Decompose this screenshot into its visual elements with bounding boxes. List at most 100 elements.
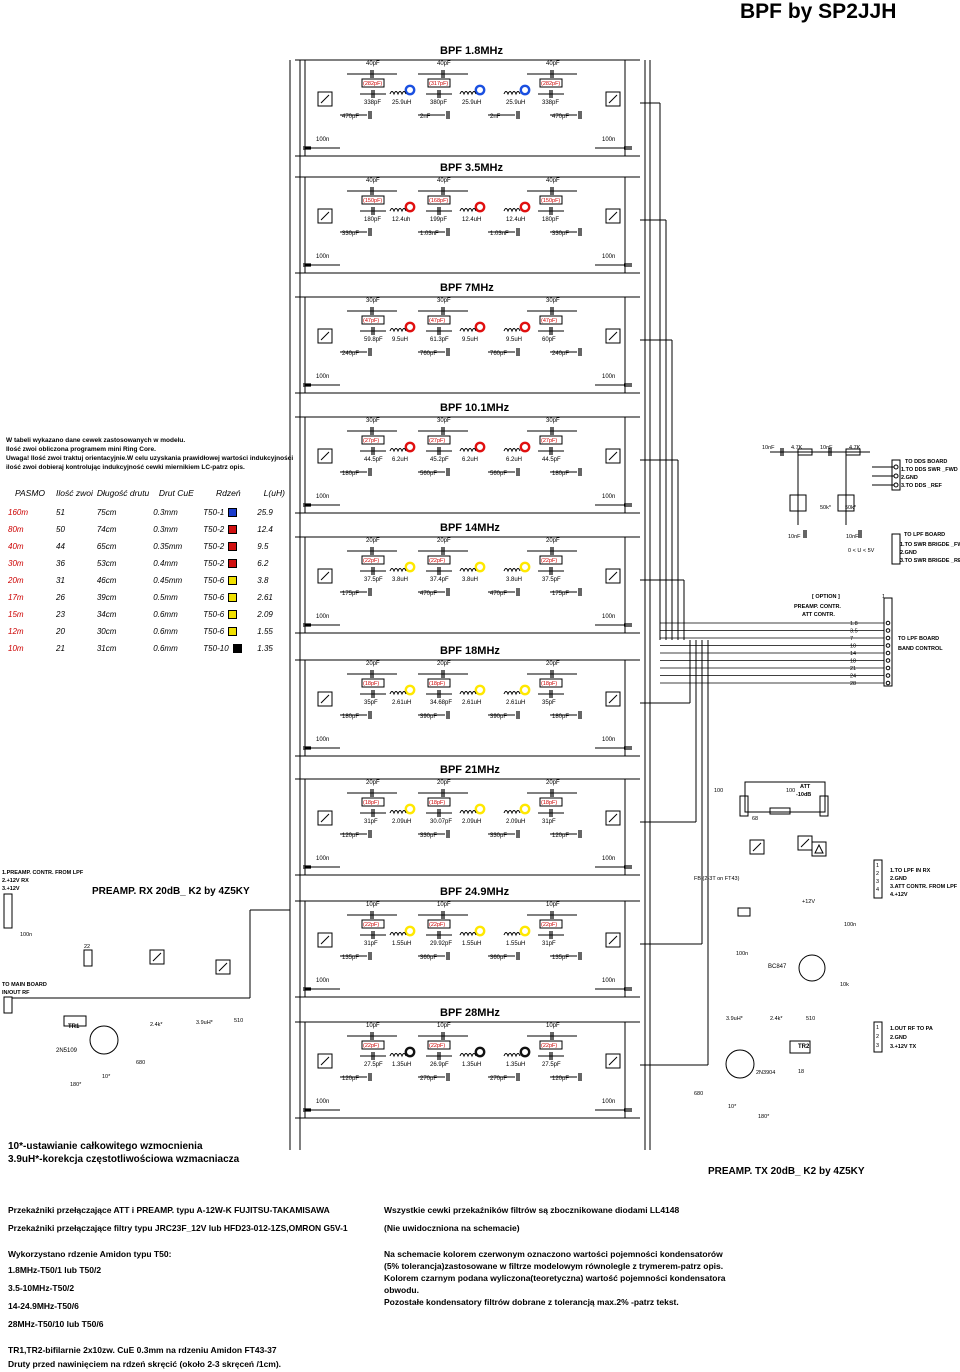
coil-turns: 23 xyxy=(54,606,95,623)
rx-cap-value: 100n xyxy=(20,932,32,938)
top-cap-value: 20pF xyxy=(546,538,560,544)
coupling-value: 1.03nF xyxy=(420,231,439,237)
coil-wire: 0.3mm xyxy=(151,521,201,538)
coil-inductance: 1.55 xyxy=(255,623,293,640)
note-black: Kolorem czarnym podana wyliczona(teorety… xyxy=(384,1273,726,1283)
col-turns: Ilość zwoi xyxy=(56,488,93,498)
coil-inductance-text: 12.4 xyxy=(257,525,273,534)
tx-connector xyxy=(873,1021,883,1053)
red-cap-box xyxy=(539,797,563,807)
toroid-core-yellow xyxy=(474,561,486,573)
inductor xyxy=(459,91,477,96)
coil-core-text: T50-1 xyxy=(203,507,225,517)
lpf-connector xyxy=(891,533,901,565)
red-cap-box xyxy=(427,435,451,445)
lpf-in-pin: 3 xyxy=(876,879,879,885)
decouple-value: 100n xyxy=(316,374,329,380)
coil-turns-text: 36 xyxy=(56,559,65,568)
connector-pin xyxy=(893,464,899,470)
rx-inductor-value: 3.9uH* xyxy=(196,1020,214,1026)
red-cap-value: (18pF) xyxy=(363,681,379,687)
core-color-swatch xyxy=(228,542,238,552)
inductor-value: 2.61uH xyxy=(506,700,525,706)
band-pin-label: 24 xyxy=(850,674,856,680)
coil-inductance: 2.61 xyxy=(255,589,293,606)
trimmer-value: 35pF xyxy=(364,700,378,706)
lpf-in-connector xyxy=(873,859,883,899)
option-line: ATT CONTR. xyxy=(802,612,835,618)
inductor-value: 6.2uH xyxy=(506,457,522,463)
top-cap-value: 10pF xyxy=(366,1023,380,1029)
inductor xyxy=(503,91,521,96)
band-pin xyxy=(885,620,891,626)
coil-band-text: 160m xyxy=(8,508,29,517)
output-relay xyxy=(605,932,621,948)
red-cap-box xyxy=(539,678,563,688)
coil-turns: 26 xyxy=(54,589,95,606)
tx-bc847: BC847 xyxy=(768,964,787,970)
inductor-value: 25.9uH xyxy=(506,100,525,106)
tr2-label: TR2 xyxy=(798,1044,810,1050)
toroid-core-red xyxy=(519,441,531,453)
output-relay xyxy=(605,810,621,826)
filter-title: BPF 14MHz xyxy=(440,522,500,534)
inductor xyxy=(389,1053,407,1058)
coil-inductance: 6.2 xyxy=(255,555,293,572)
toroid-core-blue xyxy=(404,84,416,96)
toroid-core-red xyxy=(519,201,531,213)
coupling-value: 330pF xyxy=(490,833,507,839)
toroid-core-yellow xyxy=(404,803,416,815)
coil-turns-text: 20 xyxy=(56,627,65,636)
coupling-value: 175pF xyxy=(552,591,569,597)
inductor-value: 2.61uH xyxy=(462,700,481,706)
core-color-swatch xyxy=(228,576,238,586)
inductor xyxy=(503,1053,521,1058)
note-black-2: obwodu. xyxy=(384,1285,419,1295)
red-cap-box xyxy=(427,555,451,565)
coil-length-text: 74cm xyxy=(96,525,117,534)
ferrite xyxy=(737,907,751,917)
lpf-label: 2.GND xyxy=(900,550,917,556)
lpf-in-label: 3.ATT CONTR. FROM LPF xyxy=(890,884,958,890)
coil-core-text: T50-2 xyxy=(203,558,225,568)
top-cap-value: 10pF xyxy=(546,902,560,908)
trimmer-value: 37.5pF xyxy=(542,577,561,583)
inductor-value: 9.5uH xyxy=(506,337,522,343)
trimmer-value: 60pF xyxy=(542,337,556,343)
coil-band: 30m xyxy=(6,555,54,572)
trimmer-value: 30.07pF xyxy=(430,819,452,825)
input-relay xyxy=(320,571,330,581)
filter-title: BPF 7MHz xyxy=(440,282,494,294)
red-cap-value: (18pF) xyxy=(541,800,557,806)
rx-resistor-value: 180* xyxy=(70,1082,82,1088)
col-inductance: L(uH) xyxy=(263,488,285,498)
coupling-value: 120pF xyxy=(552,1076,569,1082)
coupling-value: 470pF xyxy=(490,591,507,597)
coupling-value: 470pF xyxy=(342,114,359,120)
decouple-value: 100n xyxy=(602,374,615,380)
rx-preamp-title: PREAMP. RX 20dB_ K2 by 4Z5KY xyxy=(92,886,250,897)
red-cap-box xyxy=(539,555,563,565)
att-relay-2 xyxy=(749,839,765,855)
rx-resistor-value: 22 xyxy=(84,944,90,950)
red-cap-box xyxy=(361,919,385,929)
toroid-core-blue xyxy=(474,84,486,96)
att-resistor-value: 100 xyxy=(714,788,723,794)
tx-pin: 1 xyxy=(876,1025,879,1031)
option-board: BAND CONTROL xyxy=(898,646,943,652)
tx-pin: 3 xyxy=(876,1043,879,1049)
top-cap-value: 40pF xyxy=(366,61,380,67)
trimmer-value: 45.2pF xyxy=(430,457,449,463)
dds-component-value: 10nF xyxy=(820,445,833,451)
top-cap-value: 40pF xyxy=(546,178,560,184)
coil-length-text: 30cm xyxy=(96,627,117,636)
toroid-core-yellow xyxy=(404,684,416,696)
inductor-value: 1.35uH xyxy=(506,1062,525,1068)
lpf-cap-value: 10nF xyxy=(846,534,859,540)
lpf-in-pin: 1 xyxy=(876,863,879,869)
coil-length: 39cm xyxy=(95,589,151,606)
coil-length-text: 31cm xyxy=(96,644,117,653)
coil-inductance: 1.35 xyxy=(255,640,293,657)
input-relay xyxy=(320,935,330,945)
trimmer-value: 27.5pF xyxy=(364,1062,383,1068)
